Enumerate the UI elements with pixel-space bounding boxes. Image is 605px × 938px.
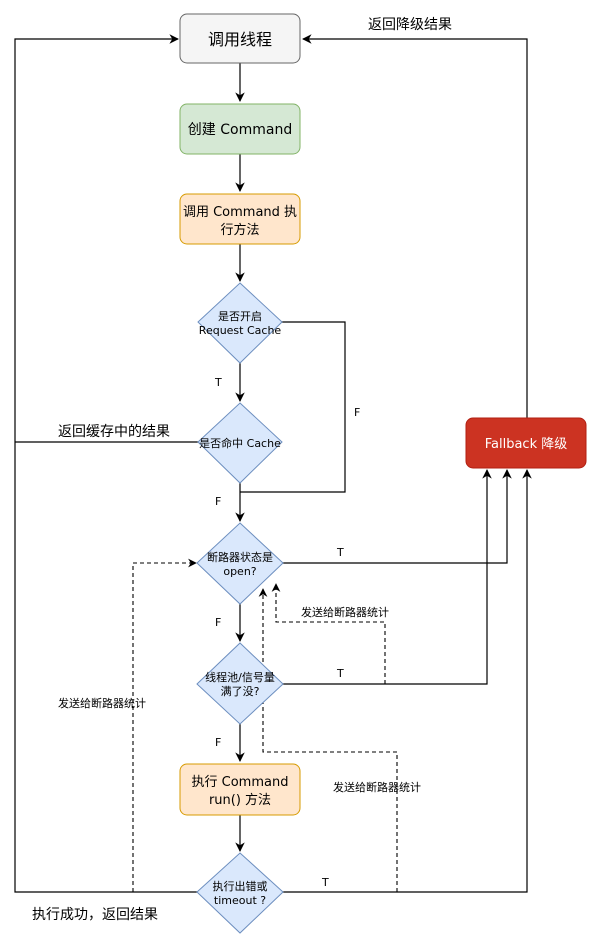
node-cache-hit[interactable]: [197, 402, 283, 484]
label-pool-true: T: [336, 667, 344, 680]
node-call-thread[interactable]: [179, 13, 301, 64]
edge-stats-from-pool: [271, 583, 386, 684]
label-cache-enabled-true: T: [214, 376, 222, 389]
edge-error-true: [283, 469, 532, 893]
label-stats-1: 发送给断路器统计: [58, 696, 146, 710]
label-breaker-true: T: [336, 546, 344, 559]
node-pool-full-label-1: 线程池/信号量: [205, 670, 275, 684]
node-error-timeout-label-2: timeout ?: [214, 894, 266, 907]
edge-cache-disabled: [240, 321, 346, 493]
node-run-command-label-1: 执行 Command: [192, 775, 289, 790]
node-error-timeout-label-1: 执行出错或: [213, 879, 268, 893]
node-pool-full-label-2: 满了没?: [221, 685, 260, 698]
label-stats-2: 发送给断路器统计: [301, 605, 389, 619]
node-pool-full[interactable]: [196, 642, 284, 725]
node-create-command-label: 创建 Command: [188, 122, 292, 138]
edge-breaker-true: [283, 469, 512, 564]
edge-pool-true: [283, 469, 492, 685]
label-pool-false: F: [215, 736, 221, 749]
label-stats-3: 发送给断路器统计: [333, 780, 421, 794]
node-error-timeout[interactable]: [196, 852, 284, 934]
node-fallback[interactable]: [465, 417, 587, 469]
node-cache-enabled-label-2: Request Cache: [199, 324, 282, 337]
label-error-true: T: [321, 876, 329, 889]
edge-stats-from-error: [258, 588, 398, 892]
node-run-command-label-2: run() 方法: [209, 792, 271, 808]
node-invoke-command-label-2: 行方法: [220, 222, 259, 238]
node-run-command[interactable]: [179, 763, 301, 816]
node-breaker-open-label-2: open?: [223, 565, 256, 578]
node-breaker-open-label-1: 断路器状态是: [207, 550, 273, 564]
node-cache-hit-label: 是否命中 Cache: [199, 436, 281, 450]
node-fallback-label: Fallback 降级: [485, 437, 568, 452]
label-cache-enabled-false: F: [354, 406, 360, 419]
label-success-return: 执行成功，返回结果: [32, 907, 158, 923]
edge-fallback-return: [302, 34, 528, 418]
label-return-fallback: 返回降级结果: [368, 17, 452, 33]
edge-success-return: [14, 34, 198, 893]
label-return-cache: 返回缓存中的结果: [58, 424, 170, 440]
node-invoke-command[interactable]: [179, 193, 301, 245]
node-invoke-command-label-1: 调用 Command 执: [183, 205, 297, 220]
node-breaker-open[interactable]: [196, 522, 284, 605]
node-create-command[interactable]: [179, 103, 301, 155]
node-cache-enabled[interactable]: [197, 282, 283, 364]
node-call-thread-label: 调用线程: [208, 30, 272, 49]
label-breaker-false: F: [215, 616, 221, 629]
node-cache-enabled-label-1: 是否开启: [218, 310, 262, 323]
label-cache-hit-false: F: [215, 495, 221, 508]
edge-stats-from-left: [132, 558, 197, 892]
